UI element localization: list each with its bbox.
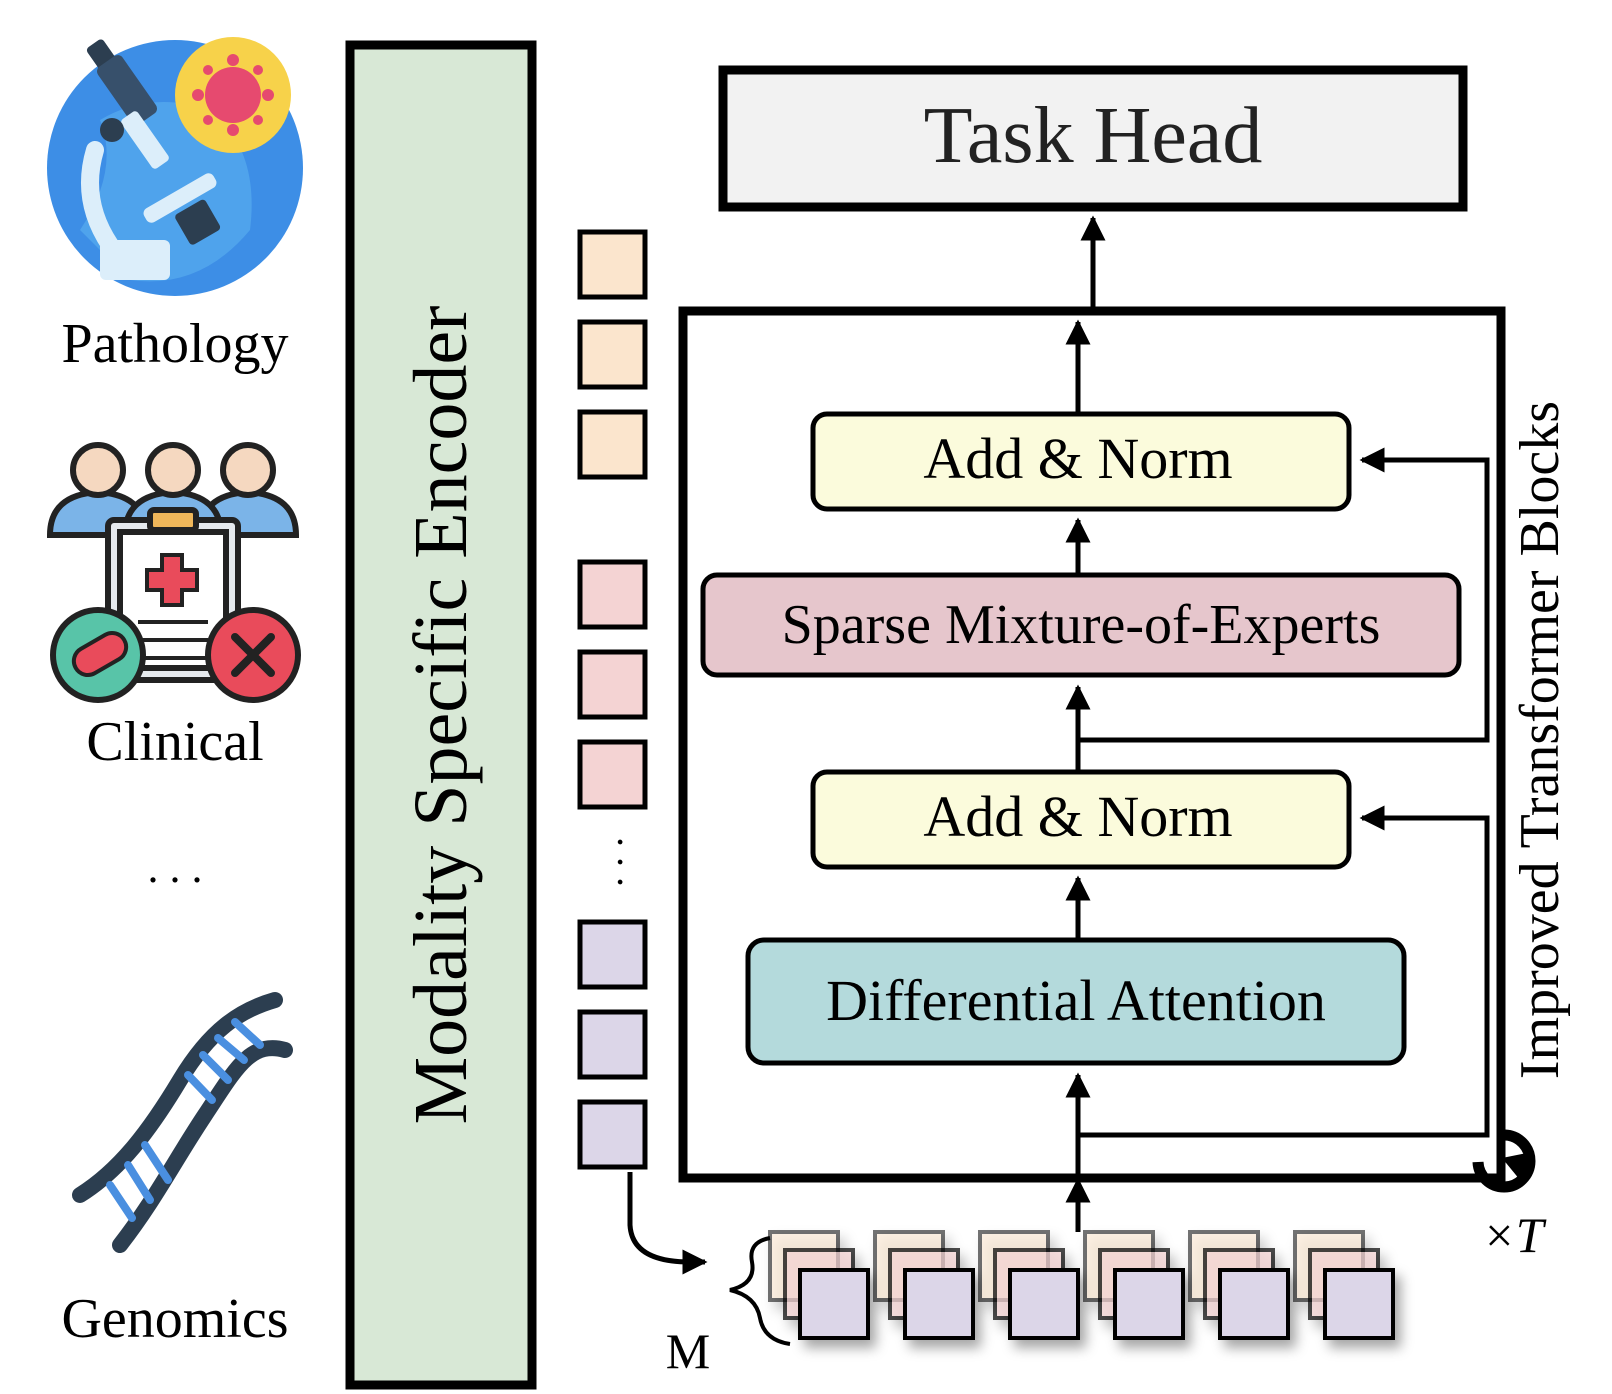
token-clinical (577, 739, 648, 810)
residual-connections (1078, 447, 1490, 1138)
genomics-label: Genomics (61, 1288, 288, 1350)
token-genomics (577, 919, 648, 990)
token-pathology (577, 229, 648, 300)
token-pathology (577, 319, 648, 390)
moe-box (700, 572, 1462, 678)
add-norm-top-box (810, 411, 1352, 512)
modalities-ellipsis: . . . (148, 843, 203, 892)
tokens-to-stack-arrow (627, 1172, 708, 1275)
clinical-label: Clinical (86, 711, 263, 773)
token-genomics (577, 1009, 648, 1080)
microscope-icon (47, 37, 303, 296)
loop-arrow-icon (1472, 1129, 1536, 1193)
encoder-label: Modality Specific Encoder (399, 306, 483, 1125)
token-clinical (577, 559, 648, 630)
encoder-box (345, 40, 537, 1390)
pathology-label: Pathology (61, 313, 288, 375)
task-head-label: Task Head (924, 92, 1263, 180)
moe-label: Sparse Mixture-of-Experts (782, 594, 1381, 656)
add-norm-top-label: Add & Norm (923, 426, 1232, 491)
task-head-box (718, 65, 1468, 212)
attention-label: Differential Attention (826, 968, 1326, 1033)
token-genomics (577, 1099, 648, 1170)
tokens-ellipsis: . . . (586, 837, 631, 887)
add-norm-bottom-label: Add & Norm (923, 784, 1232, 849)
token-column (577, 229, 648, 1170)
token-clinical (577, 649, 648, 720)
m-label: M (666, 1323, 710, 1379)
dna-icon (72, 992, 293, 1253)
clinical-team-icon (46, 442, 301, 703)
modality-encoder: Modality Specific Encoder (345, 40, 537, 1390)
stacked-tokens (768, 1230, 1395, 1340)
token-pathology (577, 409, 648, 480)
transformer-side-label: Improved Transformer Blocks (1509, 401, 1571, 1079)
m-brace (729, 1236, 791, 1346)
add-norm-bottom-box (810, 769, 1352, 870)
repeat-label: ×T (1482, 1207, 1547, 1263)
